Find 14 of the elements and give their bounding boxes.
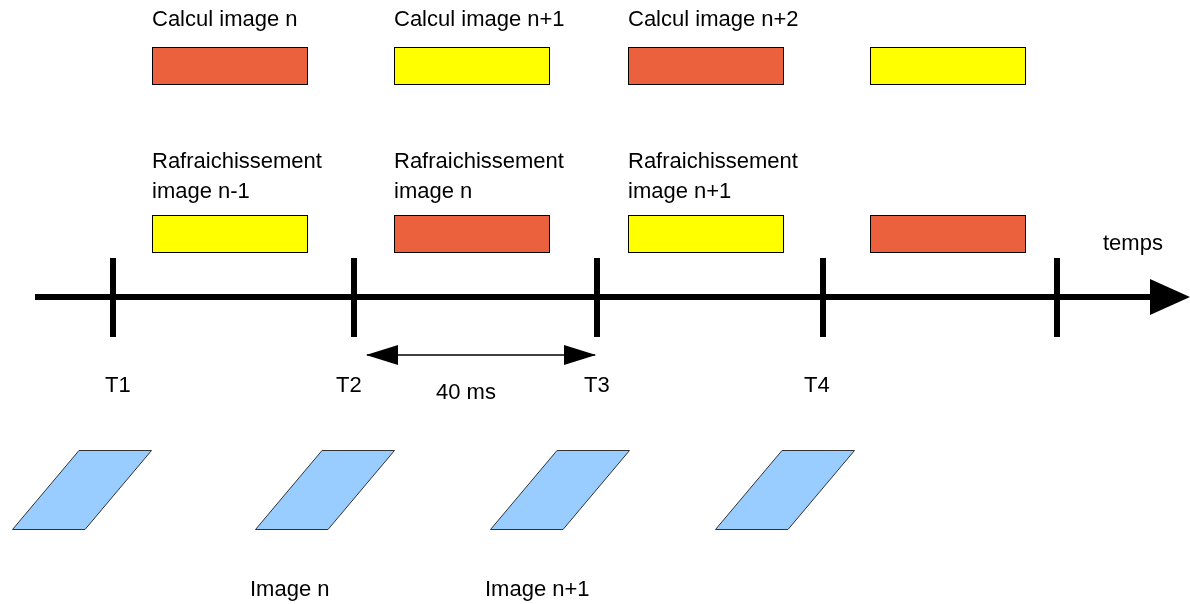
time-marker-label: T3 [584, 371, 610, 399]
bar-label: Rafraichissement image n-1 [152, 147, 323, 205]
bar-label: Rafraichissement image n+1 [628, 147, 799, 205]
image-label: Image n [250, 575, 330, 603]
time-marker-label: T1 [105, 371, 131, 399]
bar-label: Calcul image n+1 [394, 5, 566, 33]
time-marker-label: T2 [336, 371, 362, 399]
bar-label: Rafraichissement image n [394, 147, 565, 205]
time-axis-label: temps [1103, 229, 1163, 257]
duration-label: 40 ms [436, 378, 496, 406]
bar-label: Calcul image n [152, 5, 299, 33]
time-marker-label: T4 [804, 371, 830, 399]
image-label: Image n+1 [485, 575, 590, 603]
bar-label: Calcul image n+2 [628, 5, 800, 33]
